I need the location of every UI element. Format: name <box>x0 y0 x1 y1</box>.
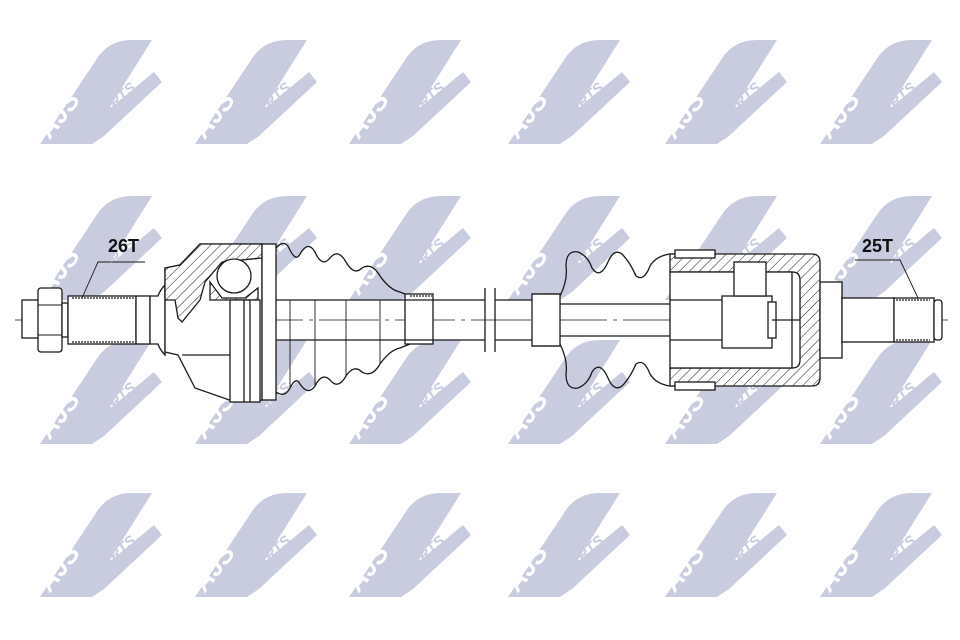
inner-boot <box>531 251 685 389</box>
watermark-logo-shape <box>508 196 630 300</box>
left-spline <box>67 283 166 357</box>
watermark-logo-shape <box>508 493 630 597</box>
watermark-logo-shape <box>349 340 471 444</box>
left-nut <box>21 287 69 353</box>
watermark-logo-shape <box>195 493 317 597</box>
watermark-logo-shape <box>820 493 942 597</box>
watermark-logo-shape <box>820 340 942 444</box>
watermark-logo-shape <box>665 40 787 144</box>
watermark-logo-shape <box>40 493 162 597</box>
left-teeth-callout: 26T <box>81 236 145 299</box>
shaft <box>276 288 532 352</box>
watermark-logo-shape <box>349 493 471 597</box>
right-spline <box>819 281 943 359</box>
left-teeth-label: 26T <box>108 236 139 256</box>
inner-tripod-housing <box>669 249 821 391</box>
outer-boot <box>275 242 434 395</box>
watermark-logo-shape <box>40 196 162 300</box>
right-teeth-callout: 25T <box>855 236 919 299</box>
right-teeth-label: 25T <box>862 236 893 256</box>
watermark-logo-shape <box>195 40 317 144</box>
watermark-logo-shape <box>665 493 787 597</box>
watermark-logo-shape <box>508 40 630 144</box>
watermark-logo-shape <box>820 40 942 144</box>
watermark-logo-shape <box>40 40 162 144</box>
watermark-logo-shape <box>820 196 942 300</box>
watermark-logo-shape <box>40 340 162 444</box>
outer-cv-joint <box>164 243 277 403</box>
watermark-logo-shape <box>349 40 471 144</box>
watermark-logo-shape <box>508 340 630 444</box>
